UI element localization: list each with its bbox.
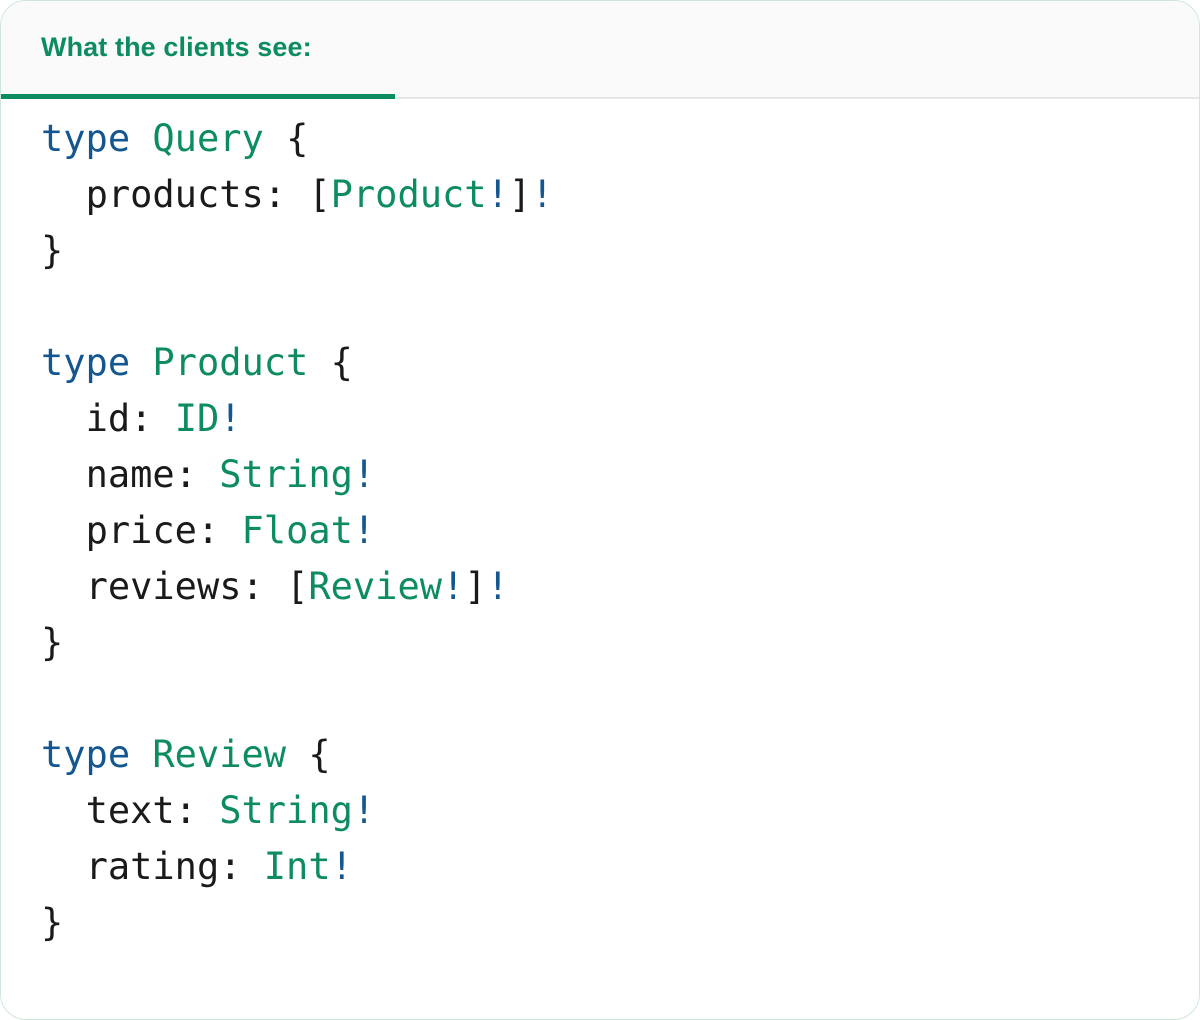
code-token-punc: :	[196, 509, 242, 552]
code-line: type Query {	[41, 111, 1199, 167]
code-token-punc	[130, 117, 152, 160]
code-token-bang: !	[330, 845, 353, 888]
code-token-name: id	[85, 397, 131, 440]
code-token-name: rating	[85, 845, 220, 888]
code-token-punc: :	[219, 845, 264, 888]
code-token-type: String	[219, 789, 353, 832]
code-token-type: Query	[152, 117, 264, 160]
code-token-type: Float	[241, 509, 353, 552]
code-token-punc: :	[241, 565, 287, 608]
code-token-bang: !	[352, 453, 376, 496]
code-token-bang: !	[442, 565, 465, 608]
code-token-punc	[286, 733, 308, 776]
code-token-punc: [	[286, 565, 309, 608]
code-area: type Query { products: [Product!]!} type…	[1, 99, 1199, 951]
code-token-type: Product	[152, 341, 309, 384]
code-line: products: [Product!]!	[41, 167, 1199, 223]
code-token-name: products	[85, 173, 264, 216]
code-token-name: text	[85, 789, 175, 832]
code-line	[41, 279, 1199, 335]
code-token-bang: !	[352, 509, 376, 552]
code-token-name: price	[85, 509, 197, 552]
code-token-punc	[130, 341, 152, 384]
code-line: reviews: [Review!]!	[41, 559, 1199, 615]
code-line: name: String!	[41, 447, 1199, 503]
code-token-punc: ]	[508, 173, 532, 216]
tab-what-the-clients-see[interactable]: What the clients see:	[1, 1, 395, 99]
code-token-punc: ]	[464, 565, 487, 608]
code-token-punc: [	[308, 173, 331, 216]
code-token-kw: type	[41, 733, 131, 776]
code-token-type: Int	[263, 845, 331, 888]
code-token-punc	[264, 117, 286, 160]
code-line: }	[41, 615, 1199, 671]
code-token-kw: type	[41, 341, 131, 384]
code-token-type: Review	[308, 565, 442, 608]
code-token-punc	[130, 733, 152, 776]
code-token-punc	[308, 341, 330, 384]
code-token-punc: :	[263, 173, 309, 216]
code-token-type: ID	[174, 397, 220, 440]
tab-strip: What the clients see:	[1, 1, 1199, 99]
code-line: type Product {	[41, 335, 1199, 391]
code-token-type: Product	[330, 173, 487, 216]
code-token-punc: {	[286, 117, 309, 160]
code-token-bang: !	[486, 565, 509, 608]
code-token-kw: type	[41, 117, 131, 160]
code-line: price: Float!	[41, 503, 1199, 559]
code-token-type: Review	[152, 733, 287, 776]
code-token-bang: !	[531, 173, 554, 216]
code-token-punc: {	[330, 341, 353, 384]
code-line: rating: Int!	[41, 839, 1199, 895]
code-token-punc: :	[174, 789, 220, 832]
code-line: id: ID!	[41, 391, 1199, 447]
graphql-schema-code[interactable]: type Query { products: [Product!]!} type…	[1, 111, 1199, 951]
code-token-punc: }	[41, 901, 64, 944]
code-token-name: name	[85, 453, 175, 496]
code-line: }	[41, 223, 1199, 279]
code-line: type Review {	[41, 727, 1199, 783]
code-token-bang: !	[219, 397, 242, 440]
code-token-punc: {	[308, 733, 331, 776]
code-token-bang: !	[486, 173, 509, 216]
code-token-punc: }	[41, 621, 64, 664]
code-token-punc: :	[174, 453, 220, 496]
code-token-type: String	[219, 453, 353, 496]
code-token-punc: }	[41, 229, 64, 272]
code-token-name: reviews	[85, 565, 242, 608]
code-token-punc: :	[130, 397, 175, 440]
tab-label: What the clients see:	[41, 32, 312, 62]
code-token-bang: !	[352, 789, 376, 832]
code-line: }	[41, 895, 1199, 951]
code-line: text: String!	[41, 783, 1199, 839]
code-line	[41, 671, 1199, 727]
